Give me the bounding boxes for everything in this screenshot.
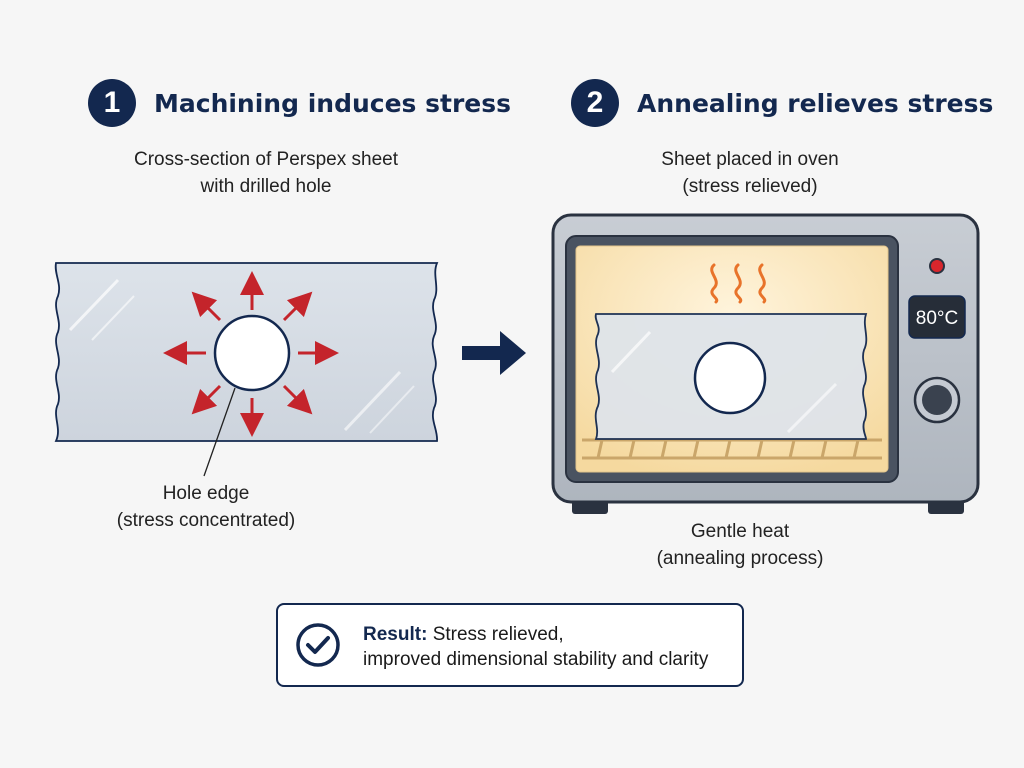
oven-temperature-readout: 80°C (916, 308, 958, 329)
check-circle-icon (296, 623, 340, 667)
result-line2: improved dimensional stability and clari… (363, 649, 709, 670)
stress-arrows (163, 271, 339, 437)
result-line1: Stress relieved, (432, 624, 564, 645)
oven-display (908, 295, 966, 339)
stress-arrow-up-left (191, 291, 222, 322)
step-1-header: 1 Machining induces stress (88, 79, 511, 127)
hole-label-line2: (stress concentrated) (116, 510, 296, 531)
stress-arrow-down-left (191, 384, 222, 415)
step-2-title: Annealing relieves stress (637, 88, 994, 118)
step-2-badge: 2 (571, 79, 619, 127)
oven-rack (582, 438, 882, 460)
heat-waves (710, 263, 767, 304)
stress-arrow-down-right (282, 384, 313, 415)
oven-sheet (594, 313, 868, 440)
hole-label: Hole edge (stress concentrated) (76, 480, 336, 534)
left-caption-line2: with drilled hole (200, 176, 332, 197)
stress-arrow-up-right (282, 291, 313, 322)
step-1-badge: 1 (88, 79, 136, 127)
result-label: Result: (363, 624, 428, 645)
heat-caption: Gentle heat (annealing process) (580, 518, 900, 572)
oven-indicator-light (929, 258, 945, 274)
oven-sheet-hole (693, 341, 767, 415)
heat-caption-line2: (annealing process) (656, 548, 824, 569)
step-1-title: Machining induces stress (154, 88, 511, 118)
result-box: Result: Stress relieved, improved dimens… (276, 603, 744, 687)
result-text: Result: Stress relieved, improved dimens… (363, 622, 708, 672)
step-2-header: 2 Annealing relieves stress (571, 79, 993, 127)
drilled-hole (213, 314, 291, 392)
heat-caption-line1: Gentle heat (690, 521, 790, 542)
process-arrow (462, 331, 526, 375)
hole-label-line1: Hole edge (162, 483, 250, 504)
left-caption: Cross-section of Perspex sheet with dril… (66, 146, 466, 200)
right-caption-line1: Sheet placed in oven (661, 149, 839, 170)
right-caption-line2: (stress relieved) (682, 176, 818, 197)
left-caption-line1: Cross-section of Perspex sheet (133, 149, 398, 170)
right-caption: Sheet placed in oven (stress relieved) (560, 146, 940, 200)
oven: 80°C (551, 213, 980, 514)
hole-leader-line (203, 387, 236, 477)
